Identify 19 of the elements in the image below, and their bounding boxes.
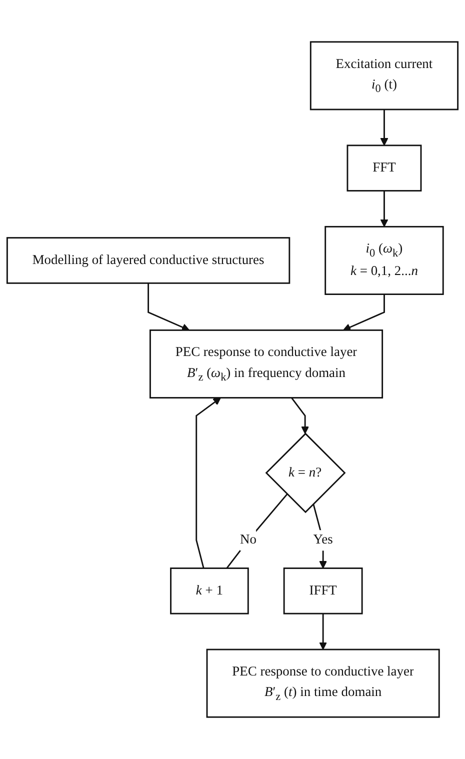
node-box: PEC response to conductive layer B′$_{z}$ (t) in time domain: [206, 648, 440, 718]
node-box: i$_{0}$ (ω$_{k}$) k = 0,1, 2...n: [324, 226, 444, 295]
arrow: [291, 397, 310, 434]
node-box: FFT: [346, 144, 422, 192]
arrow: [319, 614, 328, 650]
node-diamond: k = n?: [265, 432, 346, 514]
node-box: Modelling of layered conductive structures: [6, 237, 290, 284]
node-box: IFFT: [283, 568, 363, 614]
edge-label: Yes: [313, 532, 333, 548]
arrow: [380, 190, 388, 228]
connector: [226, 494, 288, 569]
arrow: [342, 294, 385, 331]
arrow: [196, 397, 221, 568]
node-box: PEC response to conductive layer B′$_{z}$ (ω$_{k}$) in frequency domain: [150, 329, 384, 398]
node-box: k + 1: [170, 568, 249, 614]
arrow: [148, 283, 190, 331]
edge-label: No: [240, 532, 257, 548]
node-box: Excitation current i$_{0}$ (t): [310, 41, 459, 110]
arrow: [380, 110, 388, 146]
